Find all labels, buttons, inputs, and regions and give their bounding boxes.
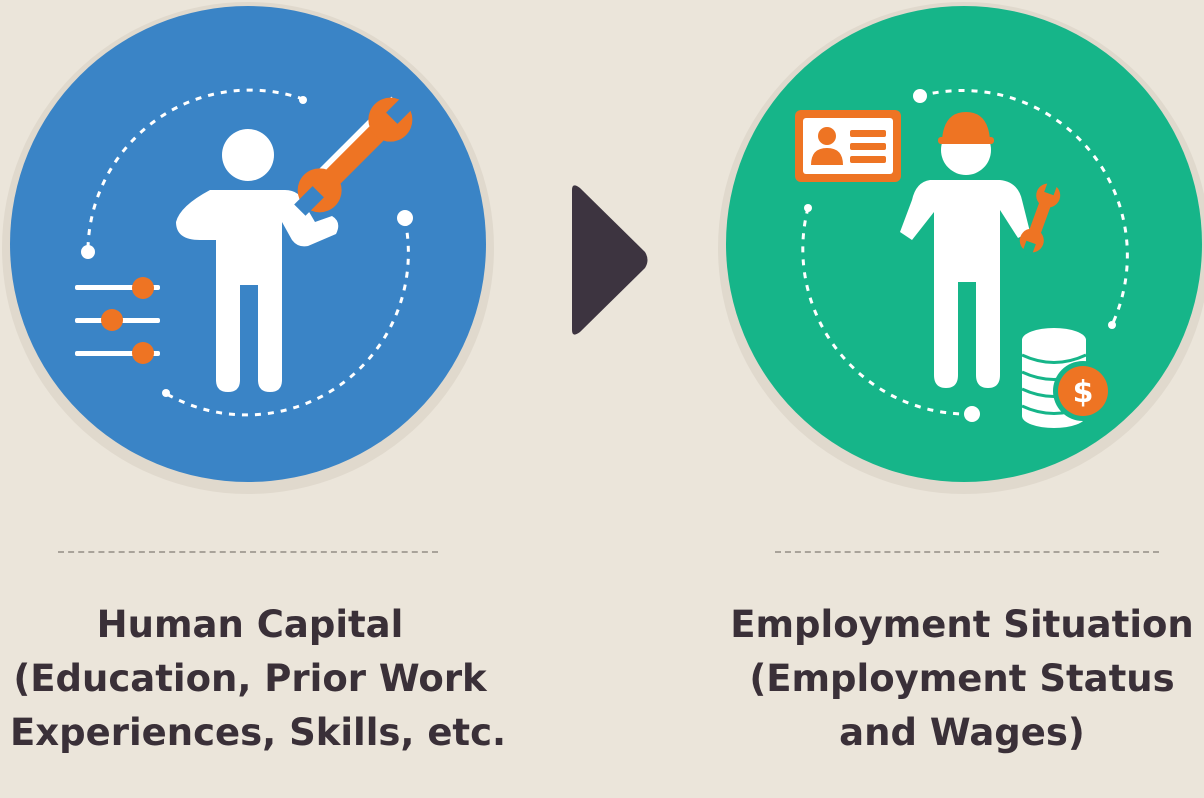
orbit-dot — [397, 210, 413, 226]
orbit-dot — [162, 389, 170, 397]
label-line: Employment Situation — [730, 603, 1194, 646]
employment-situation-illustration: $ — [718, 2, 1204, 494]
orbit-dot — [804, 204, 812, 212]
arrow-right-icon — [572, 185, 648, 335]
orbit-path-bottom — [164, 219, 410, 417]
human-capital-label: Human Capital (Education, Prior Work Exp… — [10, 598, 507, 760]
orbit-dot — [1108, 321, 1116, 329]
right-divider — [775, 551, 1159, 553]
label-line: (Employment Status — [749, 657, 1175, 700]
orbit-dot — [913, 89, 927, 103]
sliders-icon — [75, 277, 160, 364]
dollar-icon: $ — [1053, 361, 1113, 421]
label-line: (Education, Prior Work — [13, 657, 487, 700]
employment-situation-label: Employment Situation (Employment Status … — [720, 598, 1204, 760]
svg-text:$: $ — [1073, 375, 1094, 410]
person-icon — [176, 129, 339, 392]
orbit-path-top — [86, 88, 301, 249]
orbit-dot — [964, 406, 980, 422]
id-card-icon — [795, 110, 901, 182]
hard-hat-icon — [938, 112, 994, 144]
label-line: Human Capital — [96, 603, 404, 646]
label-line: Experiences, Skills, etc. — [10, 711, 507, 754]
wrench-icon — [294, 94, 416, 216]
orbit-dot — [299, 96, 307, 104]
human-capital-illustration — [2, 2, 494, 494]
wrench-icon — [1019, 178, 1061, 258]
orbit-path-left — [801, 207, 973, 416]
orbit-path-right — [919, 88, 1129, 326]
left-divider — [58, 551, 438, 553]
orbit-dot — [81, 245, 95, 259]
label-line: and Wages) — [839, 711, 1085, 754]
